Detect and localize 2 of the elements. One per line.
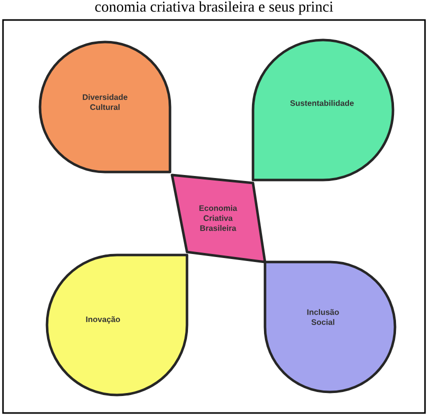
center-rhombus: Economia Criativa Brasileira	[170, 174, 266, 264]
title: conomia criativa brasileira e seus princi	[95, 1, 334, 15]
